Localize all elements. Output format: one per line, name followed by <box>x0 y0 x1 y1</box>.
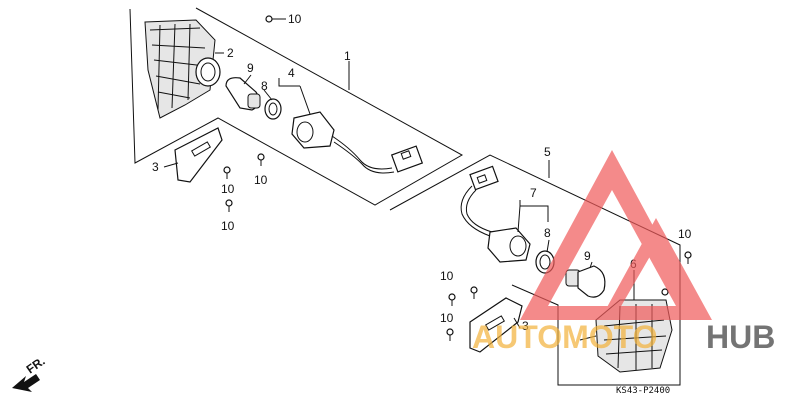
lower-bracket <box>469 297 523 353</box>
label-part-8-lower: 8 <box>544 226 551 240</box>
label-part-8-upper: 8 <box>261 79 268 93</box>
label-part-9-lower: 9 <box>584 249 591 263</box>
watermark: AUTOMOTO HUB <box>472 150 775 355</box>
label-part-7: 7 <box>530 186 537 200</box>
upper-frame-outline <box>129 7 464 206</box>
fr-arrow-icon <box>12 374 40 392</box>
label-part-10-upper-c: 10 <box>221 219 235 233</box>
lower-frame-outline <box>389 154 681 386</box>
fr-label: FR. <box>24 354 48 377</box>
upper-lens-housing <box>144 19 221 119</box>
drawing-reference: KS43-P2400 <box>616 386 670 396</box>
watermark-text-part2: HUB <box>706 319 775 355</box>
label-part-5: 5 <box>544 145 551 159</box>
label-part-10-lower-b: 10 <box>440 311 454 325</box>
label-part-3-lower: 3 <box>522 319 529 333</box>
label-part-3-upper: 3 <box>152 160 159 174</box>
upper-bracket <box>174 127 223 183</box>
label-part-2: 2 <box>227 46 234 60</box>
label-part-10-lower-c: 10 <box>678 227 692 241</box>
lower-screws <box>446 251 692 341</box>
label-part-10-upper-b: 10 <box>254 173 268 187</box>
lower-bulb <box>565 265 606 298</box>
part-labels: 1 2 3 3 4 5 6 7 8 8 9 9 10 10 10 10 10 1… <box>152 12 692 333</box>
upper-turn-signal-assembly <box>129 7 464 212</box>
label-part-1: 1 <box>344 49 351 63</box>
upper-gasket <box>264 98 282 120</box>
upper-socket <box>291 111 424 174</box>
label-part-4: 4 <box>288 66 295 80</box>
label-part-10-upper-a: 10 <box>221 182 235 196</box>
watermark-text-part1: AUTOMOTO <box>472 319 657 355</box>
label-part-10-top: 10 <box>288 12 302 26</box>
label-part-10-lower-a: 10 <box>440 269 454 283</box>
upper-screws <box>223 15 282 212</box>
watermark-logo <box>520 150 712 320</box>
lower-socket <box>460 165 531 263</box>
label-part-9-upper: 9 <box>247 61 254 75</box>
upper-bulb <box>225 77 261 111</box>
direction-indicator: FR. <box>12 354 48 392</box>
